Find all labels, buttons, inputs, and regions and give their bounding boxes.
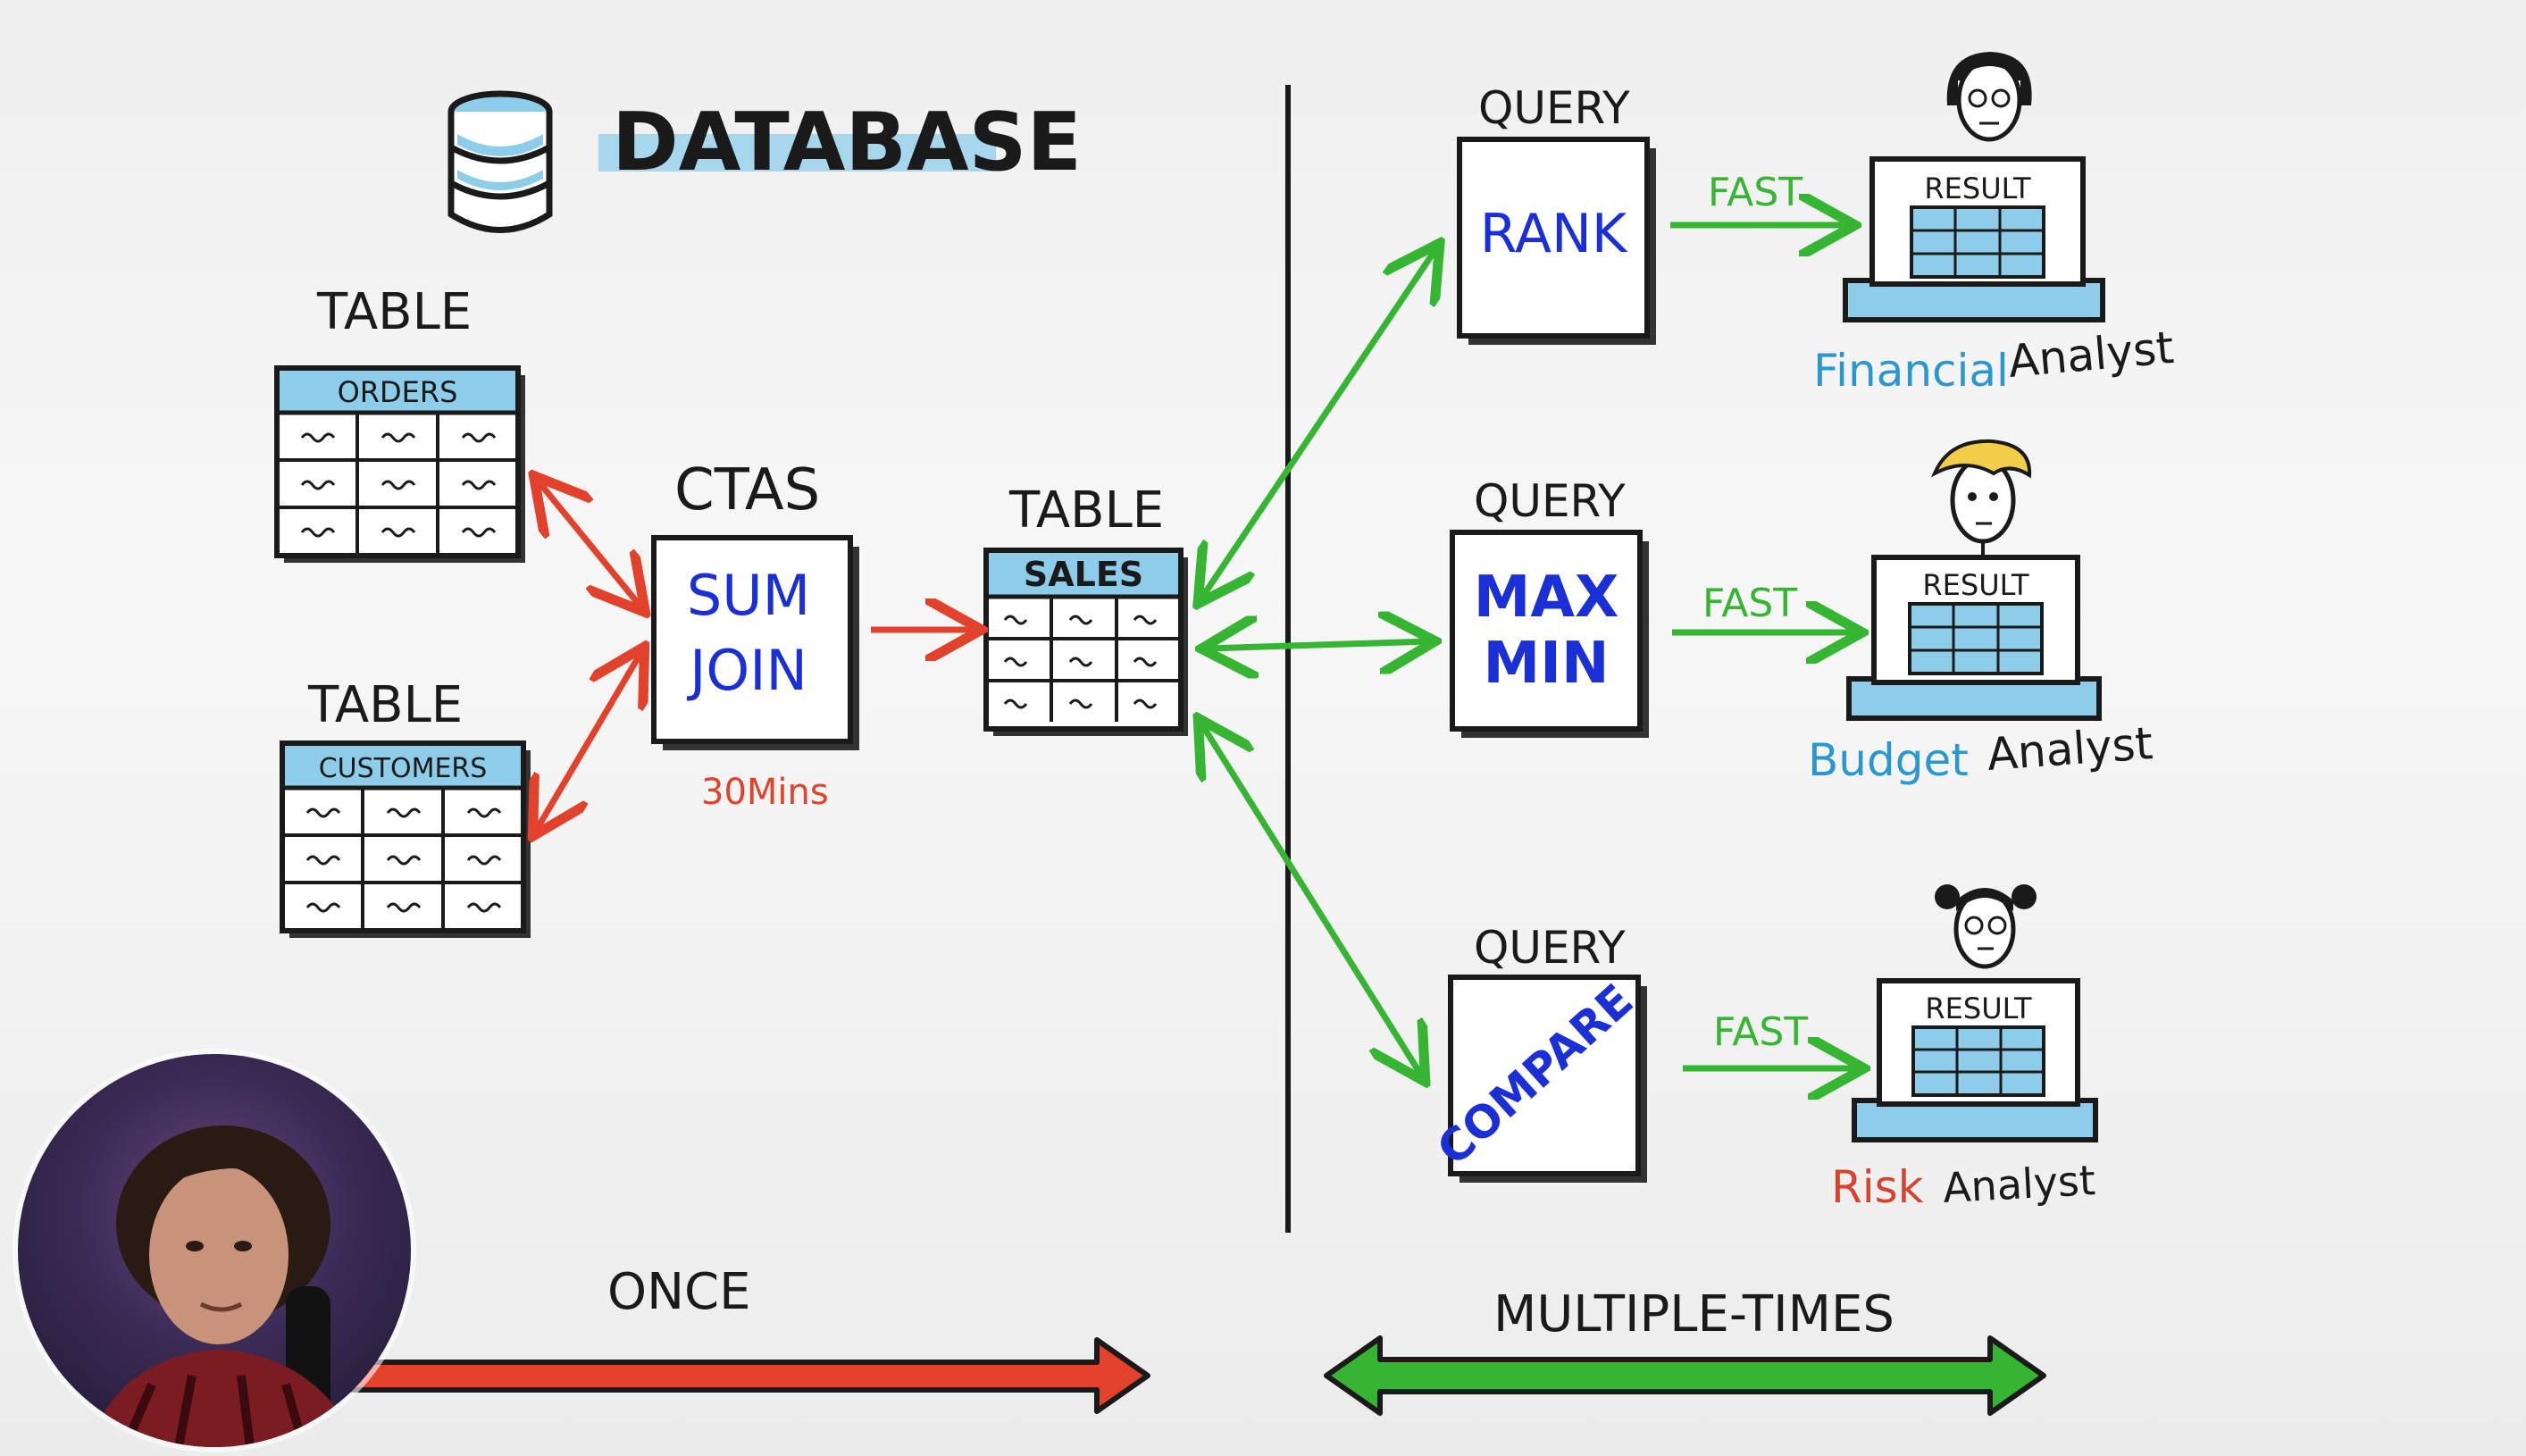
analyst-financial-avatar [1946, 52, 2032, 142]
arrow-customers-ctas [536, 652, 641, 831]
analyst-risk-avatar [1935, 884, 2037, 969]
arrow-sales-query-compare [1201, 724, 1422, 1076]
query-maxmin-caption: QUERY [1474, 475, 1626, 527]
green-arrows [1201, 248, 1436, 1076]
query-maxmin-line1: MAX [1474, 565, 1619, 631]
analyst-budget-role: Budget [1808, 734, 1969, 786]
database-icon [447, 90, 553, 233]
table-orders: TABLE ORDERS [274, 283, 525, 563]
query-rank-text: RANK [1480, 203, 1628, 265]
analyst-financial-role: Financial [1813, 345, 2009, 397]
arrow-sales-query-maxmin [1208, 641, 1429, 649]
presenter-avatar [89, 1125, 357, 1447]
analyst-financial-result-grid [1910, 205, 2045, 279]
table-orders-header: ORDERS [338, 375, 458, 409]
ctas-line-join: JOIN [686, 638, 807, 703]
analyst-risk-result-grid [1911, 1025, 2045, 1097]
once-label: ONCE [607, 1263, 750, 1321]
analyst-financial-suffix: Analyst [2006, 322, 2176, 388]
database-title-highlight [598, 134, 996, 172]
multiple-times-arrow [1324, 1335, 2046, 1416]
table-customers-caption: TABLE [307, 676, 463, 734]
table-customers-cells [305, 807, 502, 913]
analyst-budget-avatar [1930, 439, 2032, 557]
table-sales-header: SALES [1024, 555, 1143, 594]
database-title: DATABASE [612, 96, 1082, 189]
query-maxmin-speed: FAST [1702, 581, 1797, 626]
table-sales-caption: TABLE [1008, 481, 1164, 540]
query-rank-speed: FAST [1708, 170, 1802, 215]
query-rank: QUERY RANK FAST [1457, 82, 1849, 345]
arrow-sales-query-rank [1201, 248, 1436, 598]
analyst-financial-result-label: RESULT [1924, 172, 2031, 205]
query-maxmin-line2: MIN [1483, 631, 1609, 697]
multiple-times-label: MULTIPLE-TIMES [1493, 1285, 1894, 1343]
analyst-budget-result-label: RESULT [1922, 568, 2029, 602]
analyst-budget-suffix: Analyst [1986, 717, 2154, 781]
ctas-line-sum: SUM [687, 563, 810, 628]
table-orders-cells [300, 432, 497, 538]
ctas-caption: CTAS [674, 457, 820, 523]
table-customers-header: CUSTOMERS [319, 753, 488, 784]
red-arrows [536, 481, 975, 831]
analyst-risk: RESULT Risk Analyst [1831, 884, 2098, 1213]
table-customers: TABLE CUSTOMERS [280, 676, 531, 938]
query-compare: QUERY COMPARE FAST [1427, 922, 1858, 1183]
arrow-orders-ctas [538, 481, 641, 607]
analyst-budget-result-grid [1908, 602, 2044, 675]
query-rank-caption: QUERY [1478, 82, 1630, 134]
table-sales: TABLE SALES [983, 481, 1188, 736]
table-orders-caption: TABLE [316, 283, 472, 341]
analyst-risk-role: Risk [1831, 1161, 1924, 1213]
query-maxmin: QUERY MAX MIN FAST [1450, 475, 1856, 738]
analyst-financial: RESULT Financial Analyst [1813, 52, 2176, 397]
query-compare-speed: FAST [1713, 1009, 1808, 1055]
analyst-risk-suffix: Analyst [1942, 1156, 2096, 1212]
query-compare-caption: QUERY [1474, 922, 1626, 974]
analyst-budget: RESULT Budget Analyst [1808, 439, 2154, 786]
analyst-risk-result-label: RESULT [1925, 992, 2032, 1025]
presenter-webcam [18, 1054, 411, 1447]
table-sales-cells [1003, 615, 1158, 709]
once-arrow [346, 1337, 1150, 1414]
ctas-duration: 30Mins [701, 772, 829, 813]
ctas-box: CTAS SUM JOIN 30Mins [651, 457, 859, 813]
